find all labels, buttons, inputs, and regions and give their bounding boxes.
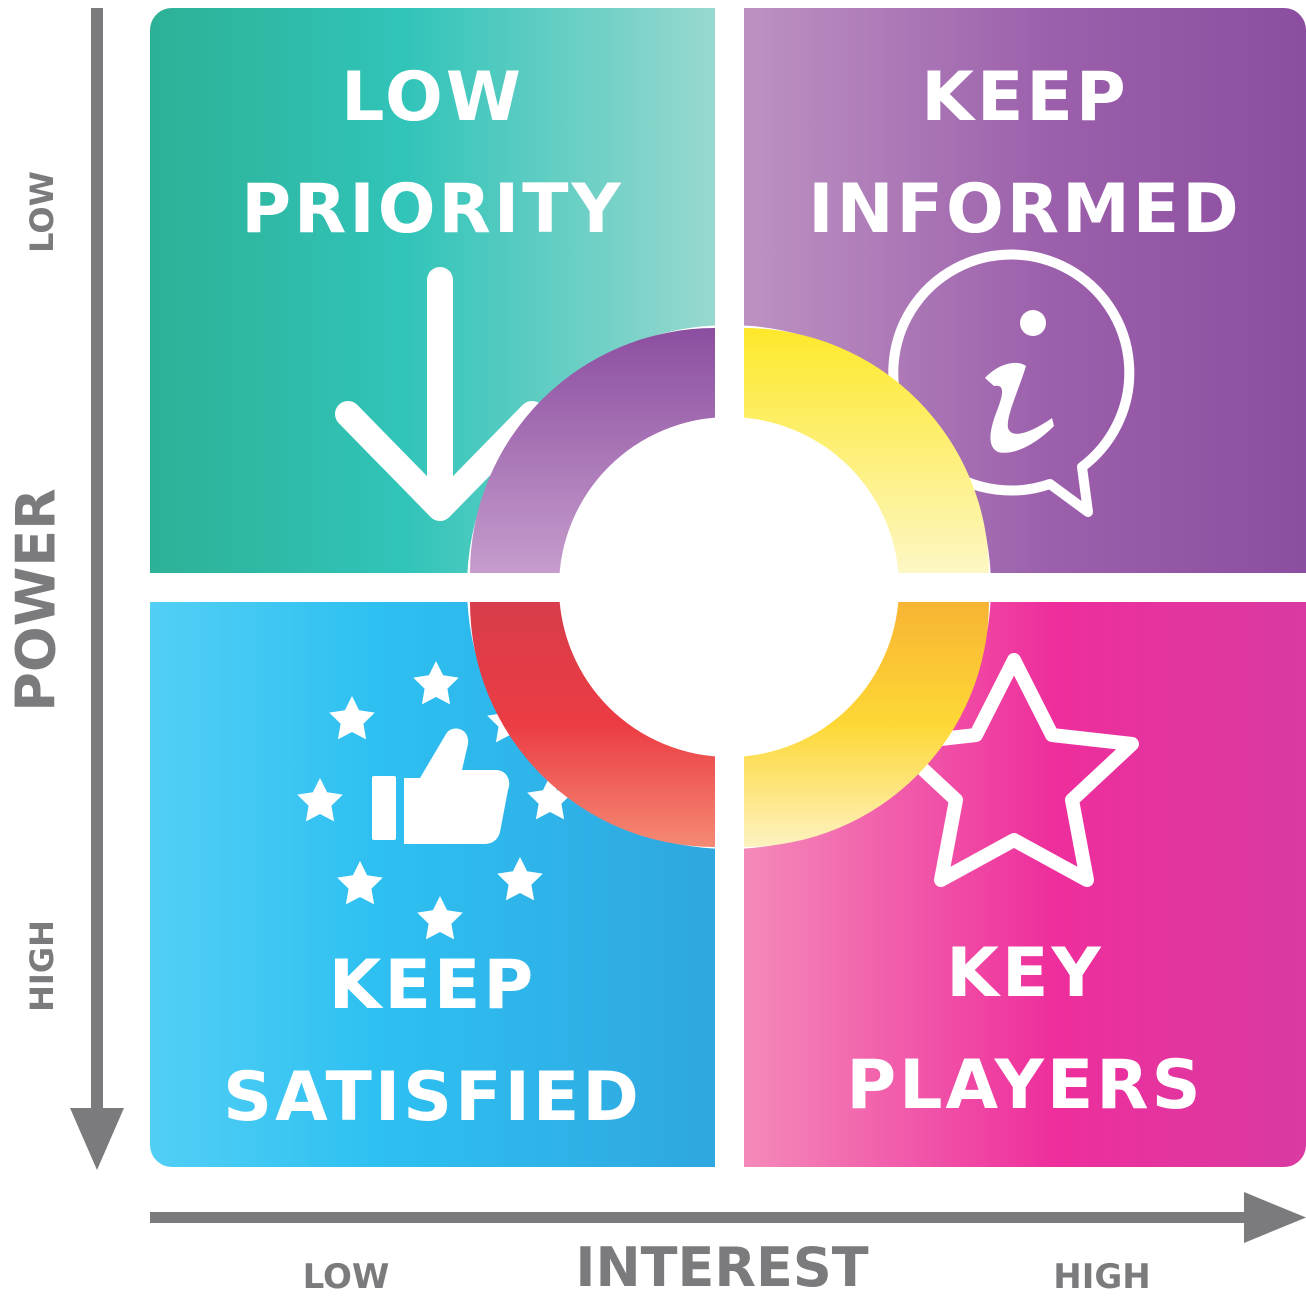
x-axis-title: INTEREST bbox=[575, 1236, 869, 1299]
y-axis-title: POWER bbox=[4, 488, 68, 712]
low-priority-title-line1: LOW bbox=[341, 58, 524, 137]
x-axis-high-label: HIGH bbox=[1053, 1257, 1151, 1297]
down-arrow-icon bbox=[335, 267, 545, 521]
key-players-title-line1: KEY bbox=[946, 934, 1104, 1013]
x-axis-arrow bbox=[150, 1192, 1306, 1243]
keep-informed-title-line2: INFORMED bbox=[808, 170, 1242, 249]
keep-informed-title-line1: KEEP bbox=[921, 58, 1129, 137]
low-priority-title-line2: PRIORITY bbox=[241, 170, 624, 249]
key-players-title-line2: PLAYERS bbox=[846, 1046, 1204, 1125]
y-axis-high-label: HIGH bbox=[23, 920, 61, 1012]
y-axis-arrow bbox=[70, 8, 124, 1170]
x-axis-low-label: LOW bbox=[302, 1257, 390, 1297]
keep-satisfied-title-line1: KEEP bbox=[328, 946, 537, 1025]
ring-center-hole bbox=[559, 417, 899, 757]
keep-satisfied-title-line2: SATISFIED bbox=[223, 1058, 642, 1137]
y-axis-low-label: LOW bbox=[23, 171, 61, 253]
